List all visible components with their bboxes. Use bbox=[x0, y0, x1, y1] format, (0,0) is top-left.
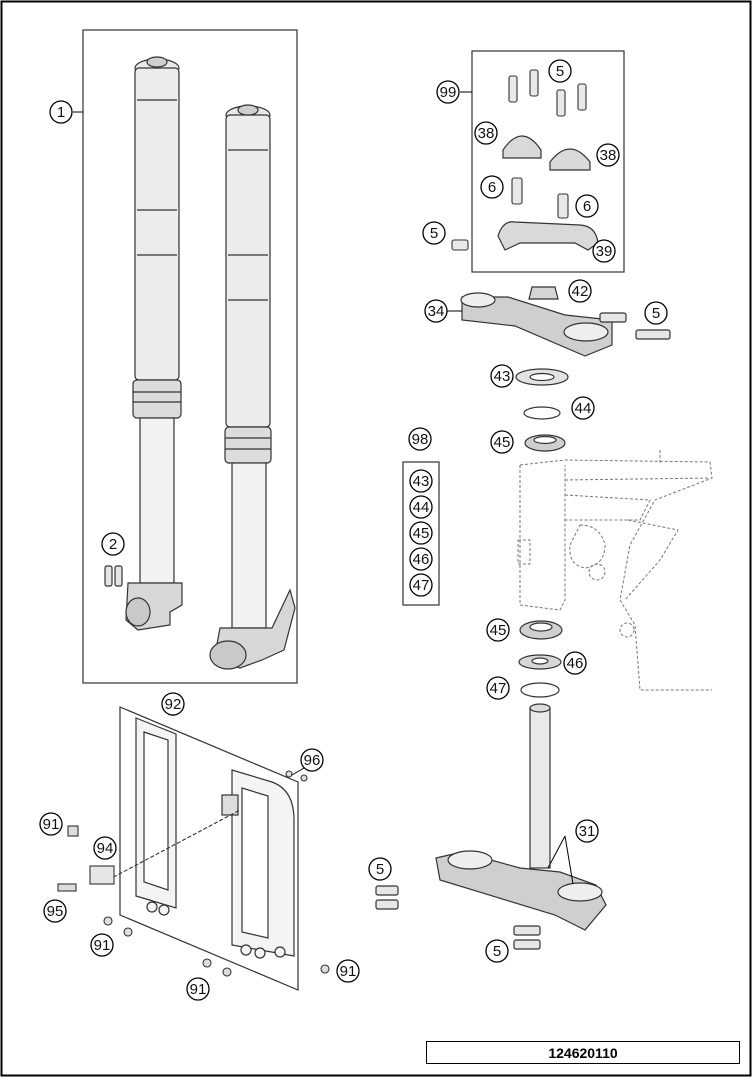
callout-number: 95 bbox=[47, 903, 64, 920]
callout-number: 5 bbox=[556, 63, 564, 80]
bolt-2-set bbox=[104, 565, 123, 587]
callout-c96: 96 bbox=[300, 748, 324, 772]
upper-triple-clamp bbox=[460, 286, 671, 357]
callout-number: 91 bbox=[43, 816, 60, 833]
callout-labels: 1 2 99 5 38 38 6 6 5 39 42 34 5 43 44 45 98 43 44 45 46 47 45 4… bbox=[39, 59, 668, 1001]
callout-c92: 92 bbox=[161, 692, 185, 716]
callout-number: 46 bbox=[413, 551, 430, 568]
callout-c1: 1 bbox=[49, 100, 73, 124]
callout-k44: 44 bbox=[409, 495, 433, 519]
callout-c42: 42 bbox=[568, 279, 592, 303]
callout-k43: 43 bbox=[409, 469, 433, 493]
fork-protectors bbox=[135, 717, 295, 959]
callout-c44a: 44 bbox=[571, 396, 595, 420]
callout-number: 6 bbox=[488, 179, 496, 196]
kit-98-box bbox=[402, 461, 440, 606]
callout-c5c: 5 bbox=[644, 301, 668, 325]
drawing-number: 124620110 bbox=[426, 1041, 740, 1064]
callout-number: 99 bbox=[440, 84, 457, 101]
callout-c5d: 5 bbox=[368, 857, 392, 881]
callout-number: 38 bbox=[600, 147, 617, 164]
callout-number: 47 bbox=[413, 577, 430, 594]
fork-leg-left bbox=[125, 56, 183, 631]
callout-number: 5 bbox=[652, 305, 660, 322]
callout-number: 5 bbox=[493, 943, 501, 960]
callout-k47: 47 bbox=[409, 573, 433, 597]
steering-bearings bbox=[515, 368, 569, 698]
callout-c38a: 38 bbox=[474, 121, 498, 145]
callout-number: 46 bbox=[567, 655, 584, 672]
callout-c6a: 6 bbox=[480, 175, 504, 199]
callout-c6b: 6 bbox=[575, 194, 599, 218]
callout-number: 91 bbox=[94, 937, 111, 954]
callout-number: 91 bbox=[340, 963, 357, 980]
callout-c5b: 5 bbox=[422, 221, 446, 245]
clamp-group-box bbox=[471, 50, 625, 273]
callout-number: 98 bbox=[412, 431, 429, 448]
lower-triple-clamp bbox=[375, 703, 607, 950]
callout-number: 6 bbox=[583, 198, 591, 215]
callout-c91b: 91 bbox=[90, 933, 114, 957]
callout-number: 43 bbox=[494, 368, 511, 385]
callout-number: 34 bbox=[428, 303, 445, 320]
callout-c34: 34 bbox=[424, 299, 448, 323]
callout-c99: 99 bbox=[436, 80, 460, 104]
callout-c38b: 38 bbox=[596, 143, 620, 167]
callout-number: 42 bbox=[572, 283, 589, 300]
callout-c39: 39 bbox=[592, 239, 616, 263]
fork-leg-right bbox=[209, 104, 296, 670]
callout-c31: 31 bbox=[575, 819, 599, 843]
callout-number: 44 bbox=[413, 499, 430, 516]
callout-number: 92 bbox=[165, 696, 182, 713]
clamp-bolts bbox=[451, 69, 587, 251]
callout-number: 96 bbox=[304, 752, 321, 769]
callout-c2: 2 bbox=[101, 532, 125, 556]
callout-k45: 45 bbox=[409, 521, 433, 545]
callout-number: 1 bbox=[57, 104, 65, 121]
callout-c5e: 5 bbox=[485, 939, 509, 963]
callout-number: 94 bbox=[97, 840, 114, 857]
callout-number: 45 bbox=[494, 434, 511, 451]
clamp-caps bbox=[497, 135, 599, 251]
callout-c95: 95 bbox=[43, 899, 67, 923]
callout-number: 39 bbox=[596, 243, 613, 260]
callout-c91a: 91 bbox=[39, 812, 63, 836]
leader-lines bbox=[73, 91, 574, 885]
callout-c98: 98 bbox=[408, 427, 432, 451]
callout-c94: 94 bbox=[93, 836, 117, 860]
callout-number: 45 bbox=[413, 525, 430, 542]
callout-number: 45 bbox=[490, 622, 507, 639]
callout-c45b: 45 bbox=[486, 618, 510, 642]
protector-group-box bbox=[119, 706, 299, 991]
callout-number: 5 bbox=[430, 225, 438, 242]
callout-c45a: 45 bbox=[490, 430, 514, 454]
callout-c5a: 5 bbox=[548, 59, 572, 83]
callout-number: 47 bbox=[490, 680, 507, 697]
callout-number: 38 bbox=[478, 125, 495, 142]
callout-number: 31 bbox=[579, 823, 596, 840]
callout-number: 43 bbox=[413, 473, 430, 490]
callout-number: 44 bbox=[575, 400, 592, 417]
frame-outline bbox=[517, 450, 713, 691]
protector-fasteners bbox=[57, 770, 330, 977]
callout-c43a: 43 bbox=[490, 364, 514, 388]
callout-number: 2 bbox=[109, 536, 117, 553]
callout-c91d: 91 bbox=[336, 959, 360, 983]
callout-number: 91 bbox=[190, 981, 207, 998]
callout-c46: 46 bbox=[563, 651, 587, 675]
callout-number: 5 bbox=[376, 861, 384, 878]
fork-group-box bbox=[82, 29, 298, 684]
callout-k46: 46 bbox=[409, 547, 433, 571]
callout-c47: 47 bbox=[486, 676, 510, 700]
callout-c91c: 91 bbox=[186, 977, 210, 1001]
